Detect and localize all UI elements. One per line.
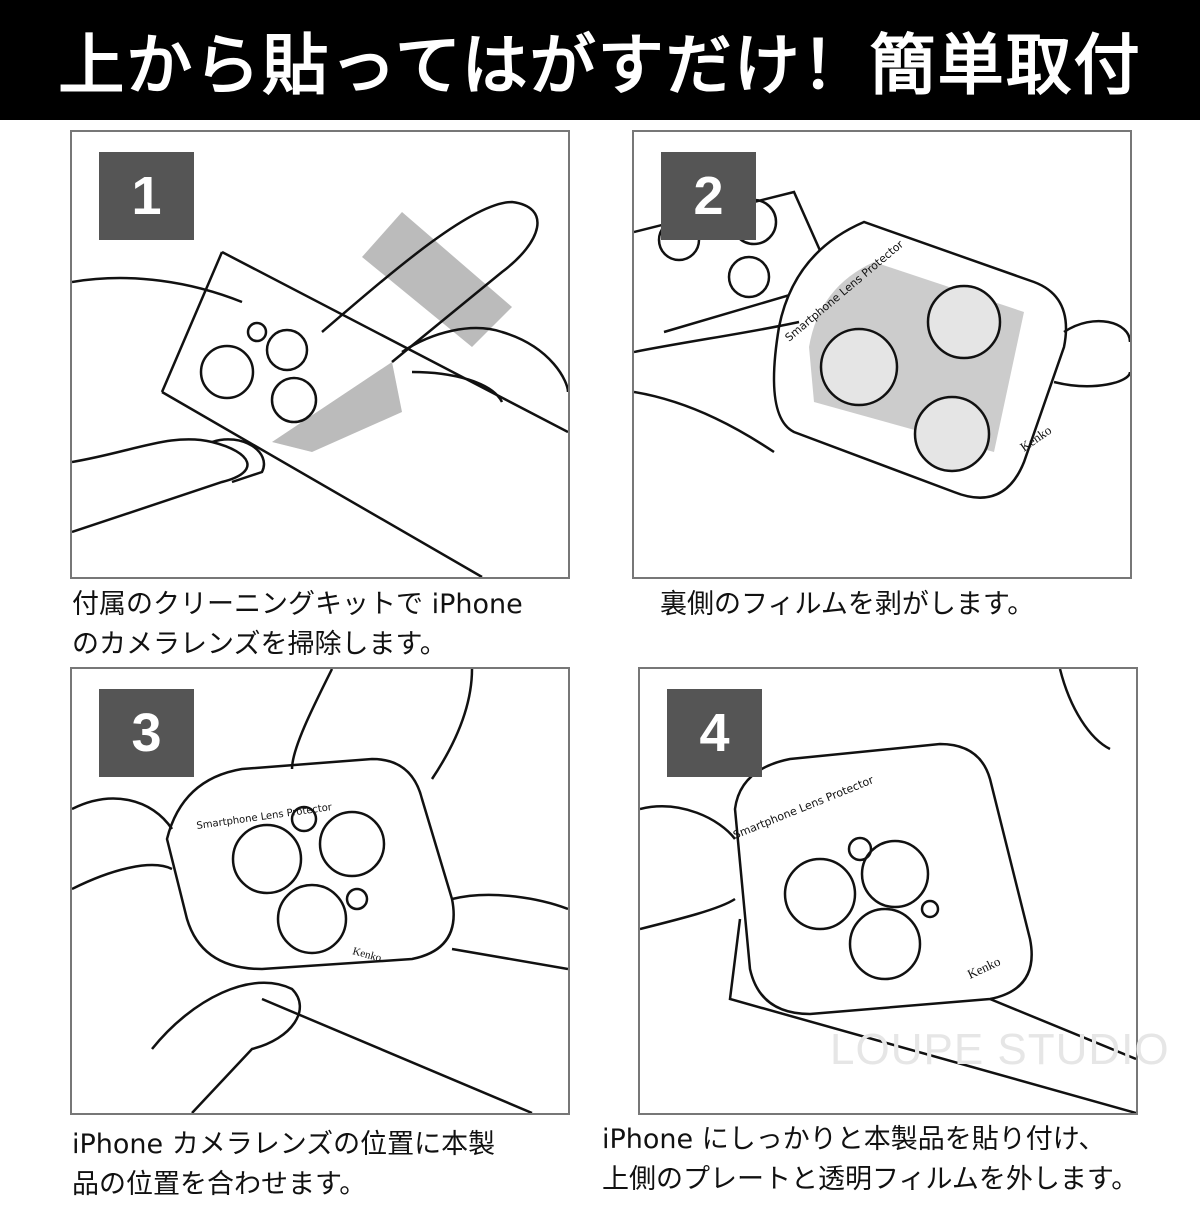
step-3-panel: 3 Smartphone Lens Protector Kenko [70,667,570,1115]
caption-line: iPhone カメラレンズの位置に本製 [72,1129,496,1160]
watermark: LOUPE STUDIO [830,1025,1170,1074]
caption-line: 上側のプレートと透明フィルムを外します。 [602,1164,1139,1195]
align-illustration: Smartphone Lens Protector Kenko [72,669,568,1113]
caption-line: 付属のクリーニングキットで iPhone [72,589,523,620]
step-1-panel: 1 [70,130,570,579]
step-number: 1 [99,152,194,240]
step-number: 2 [661,152,756,240]
cleaning-illustration [72,200,568,577]
caption-line: 裏側のフィルムを剥がします。 [660,589,1035,620]
step-1-caption: 付属のクリーニングキットで iPhone のカメラレンズを掃除します。 [72,585,523,665]
banner-title: 上から貼ってはがすだけ！簡単取付 [0,0,1200,120]
attach-illustration: Smartphone Lens Protector Kenko [640,669,1136,1113]
step-4-panel: 4 Smartphone Lens Protector Kenko [638,667,1138,1115]
peel-film-illustration: Smartphone Lens Protector Kenko [634,190,1130,499]
caption-line: のカメラレンズを掃除します。 [72,629,447,660]
caption-line: iPhone にしっかりと本製品を貼り付け、 [602,1124,1106,1155]
step-4-caption: iPhone にしっかりと本製品を貼り付け、 上側のプレートと透明フィルムを外し… [602,1120,1138,1200]
step-number: 4 [667,689,762,777]
step-3-caption: iPhone カメラレンズの位置に本製 品の位置を合わせます。 [72,1125,495,1205]
step-2-panel: 2 Smartphone Lens Protector Kenko [632,130,1132,579]
step-number: 3 [99,689,194,777]
caption-line: 品の位置を合わせます。 [72,1169,367,1200]
step-2-caption: 裏側のフィルムを剥がします。 [660,585,1034,625]
